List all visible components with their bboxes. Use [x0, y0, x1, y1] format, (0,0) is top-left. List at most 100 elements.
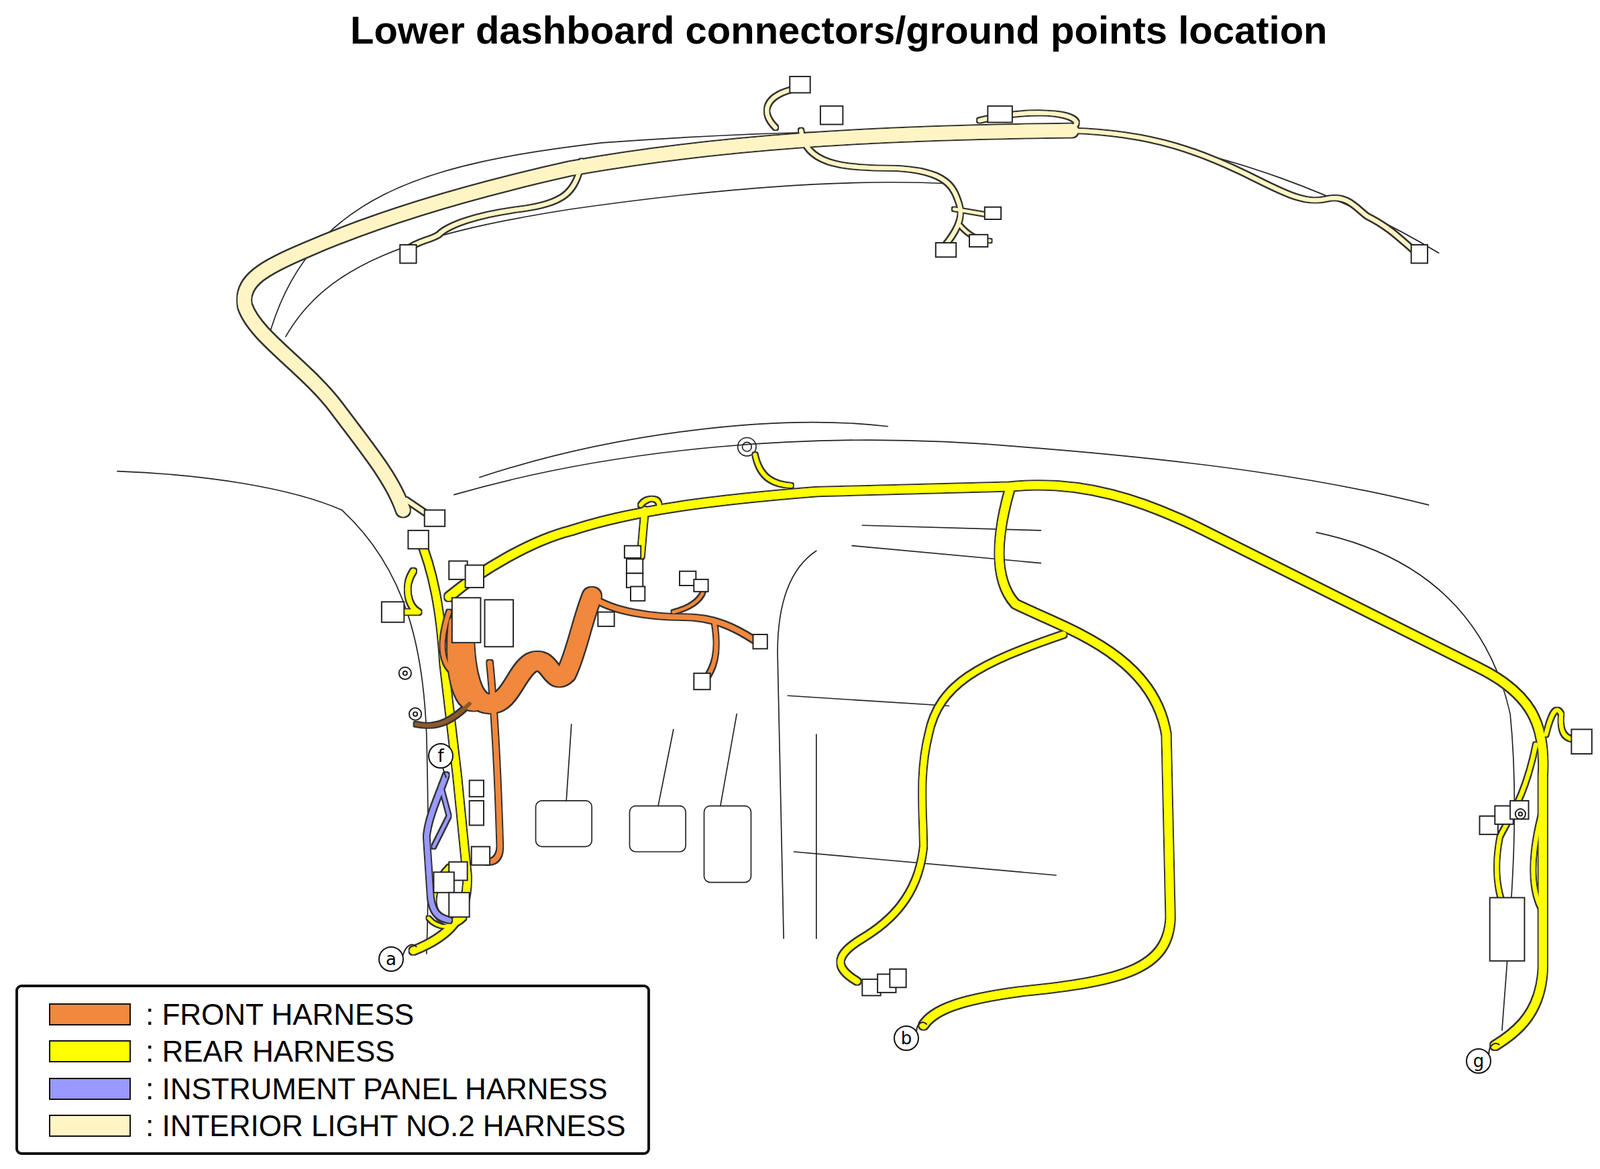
legend-text: : FRONT HARNESS	[145, 997, 414, 1033]
legend-swatch	[48, 1114, 131, 1138]
connectors-part	[693, 673, 710, 690]
connectors-part	[465, 565, 484, 588]
callout-circle: b	[893, 1025, 920, 1052]
connectors-part	[1510, 801, 1529, 820]
callout-hooks-part	[442, 768, 447, 778]
ground-terminals	[399, 667, 1526, 820]
ground-terminals-part	[399, 667, 412, 680]
connectors-part	[626, 558, 643, 573]
connectors-part	[471, 846, 490, 865]
body-outline-part	[851, 546, 1041, 564]
front-harness-part	[704, 622, 717, 682]
interior-light-harness-part	[766, 89, 791, 128]
connectors-part	[424, 509, 445, 526]
ground-terminals-part	[409, 708, 422, 721]
body-outline-part	[454, 440, 1429, 506]
interior-light-harness	[244, 89, 1414, 516]
body-outline-part	[566, 724, 572, 802]
connectors-part	[469, 801, 484, 826]
connectors-part	[452, 597, 482, 643]
body-outline-part	[720, 714, 737, 807]
connectors-part	[469, 780, 484, 797]
body-outline-part	[117, 471, 343, 511]
connectors-part	[626, 573, 643, 588]
body-outline-part	[787, 695, 949, 706]
front-harness-part	[416, 703, 470, 726]
body-outline-part	[737, 437, 757, 456]
connectors-part	[433, 872, 454, 893]
rear-harness-part	[640, 499, 659, 511]
interior-light-harness-part	[1071, 130, 1414, 251]
ground-terminals-part	[1515, 809, 1526, 820]
connectors-part	[1489, 897, 1525, 961]
front-harness	[416, 587, 756, 863]
connectors-part	[484, 599, 514, 647]
legend-text: : INTERIOR LIGHT NO.2 HARNESS	[145, 1108, 626, 1144]
body-outline-part	[742, 442, 753, 452]
ground-terminals-part	[403, 671, 408, 676]
body-outline-part	[342, 509, 429, 954]
instrument-panel-harness-part	[433, 785, 449, 847]
body-outline-part	[267, 130, 1439, 343]
instrument-panel-harness	[426, 775, 449, 921]
body-outline-part	[479, 422, 888, 478]
rear-harness-part	[1532, 816, 1541, 909]
rear-harness-part	[448, 485, 1543, 1046]
body-outline-part	[1316, 532, 1515, 1031]
connectors-part	[987, 105, 1013, 123]
body-outline-part	[629, 806, 686, 852]
connectors-part	[969, 234, 988, 247]
callout-circle: g	[1465, 1048, 1492, 1075]
connectors-part	[935, 242, 956, 257]
interior-light-harness-part	[953, 209, 985, 215]
callout-circle: f	[428, 743, 454, 769]
connectors-part	[693, 579, 708, 592]
connectors-part	[624, 546, 641, 559]
callout-letter: a	[385, 950, 397, 969]
callout-letter: g	[1473, 1052, 1485, 1071]
interior-light-harness-part	[244, 130, 1072, 511]
rear-harness-part	[923, 487, 1171, 1026]
body-outline-part	[862, 525, 1041, 531]
rear-harness-part	[1496, 744, 1536, 924]
body-outline-part	[536, 801, 593, 847]
callout-hooks-part	[1488, 1043, 1499, 1056]
instrument-panel-harness-part	[426, 775, 449, 921]
body-outline-part	[285, 182, 950, 337]
callout-hooks-part	[403, 944, 417, 955]
legend-swatch	[48, 1040, 131, 1063]
callout-letter: f	[437, 747, 444, 765]
ground-terminals-part	[1518, 812, 1523, 816]
connectors-part	[399, 244, 416, 263]
callout-hooks-part	[916, 1022, 927, 1034]
callout-circle: a	[378, 946, 404, 973]
body-outline-part	[658, 729, 674, 806]
front-harness-part	[487, 663, 500, 863]
interior-light-harness-part	[407, 161, 582, 249]
connectors-part	[407, 530, 429, 549]
legend-swatch	[48, 1078, 131, 1101]
connectors-part	[381, 601, 404, 622]
legend-box: : FRONT HARNESS: REAR HARNESS: INSTRUMEN…	[15, 984, 651, 1156]
body-outline-part	[704, 806, 752, 883]
connectors-part	[889, 969, 906, 988]
rear-harness	[403, 454, 1577, 1046]
front-harness-part	[464, 597, 592, 705]
ground-terminals-part	[413, 712, 418, 717]
rear-harness-part	[840, 634, 1064, 982]
front-harness-part	[591, 597, 755, 641]
legend-text: : INSTRUMENT PANEL HARNESS	[145, 1072, 608, 1107]
connectors-part	[597, 612, 614, 627]
body-outline-part	[815, 734, 818, 939]
connectors-part	[1411, 244, 1428, 263]
body-outline-part	[777, 550, 817, 939]
callout-letter: b	[900, 1029, 913, 1048]
rear-harness-part	[755, 454, 791, 486]
rear-harness-part	[403, 571, 419, 613]
connectors-part	[789, 76, 810, 93]
connectors-part	[984, 207, 1001, 220]
connectors	[381, 76, 1592, 996]
connectors-part	[753, 634, 768, 649]
legend-swatch	[48, 1003, 131, 1026]
interior-light-harness-part	[801, 130, 961, 247]
